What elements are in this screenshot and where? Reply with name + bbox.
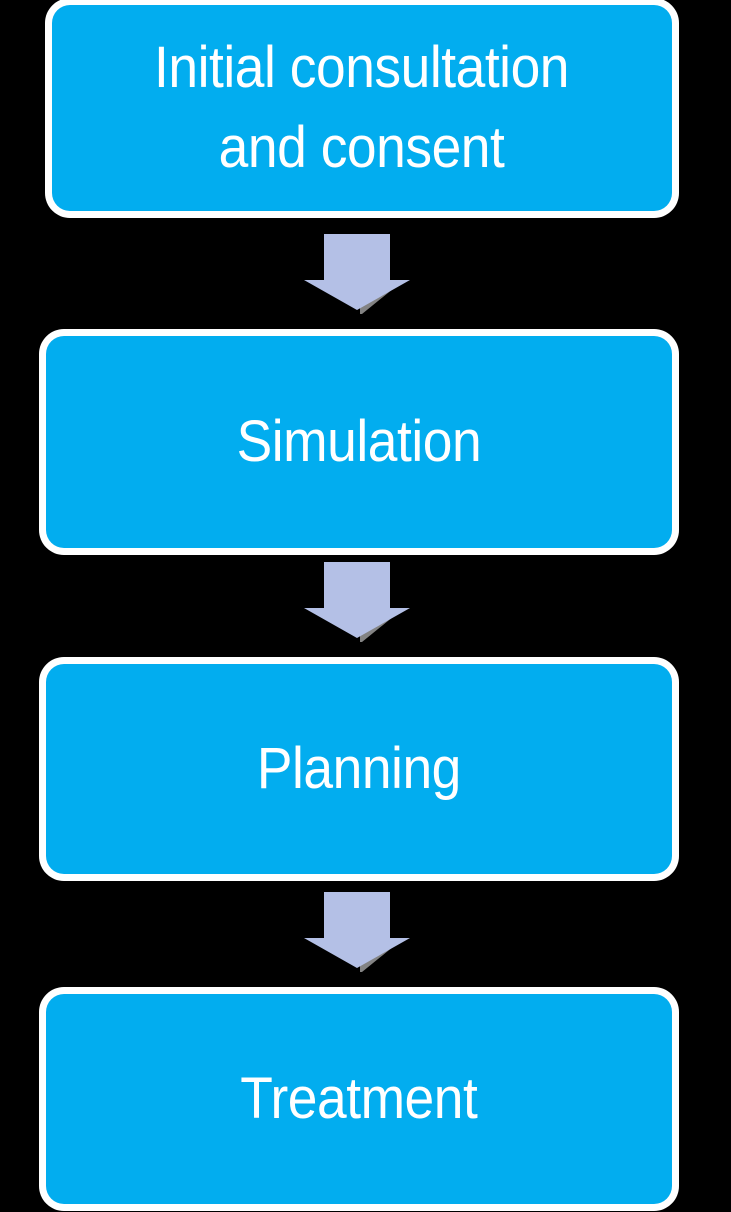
flow-node-label: Treatment	[240, 1065, 478, 1131]
flow-node-label: Planning	[256, 735, 462, 801]
flow-node-treatment[interactable]: Treatment	[46, 994, 672, 1204]
arrow-down-icon-planning-to-treatment	[304, 888, 410, 972]
arrow-down-icon-simulation-to-planning	[304, 558, 410, 642]
arrow-down-icon-consultation-to-simulation	[304, 230, 410, 314]
flow-node-planning[interactable]: Planning	[46, 664, 672, 874]
flow-node-label: Initial consultation and consent	[154, 34, 570, 180]
flow-node-label: Simulation	[236, 408, 482, 474]
flow-node-simulation[interactable]: Simulation	[46, 336, 672, 548]
flow-node-initial-consultation-and-consent[interactable]: Initial consultation and consent	[52, 5, 672, 211]
